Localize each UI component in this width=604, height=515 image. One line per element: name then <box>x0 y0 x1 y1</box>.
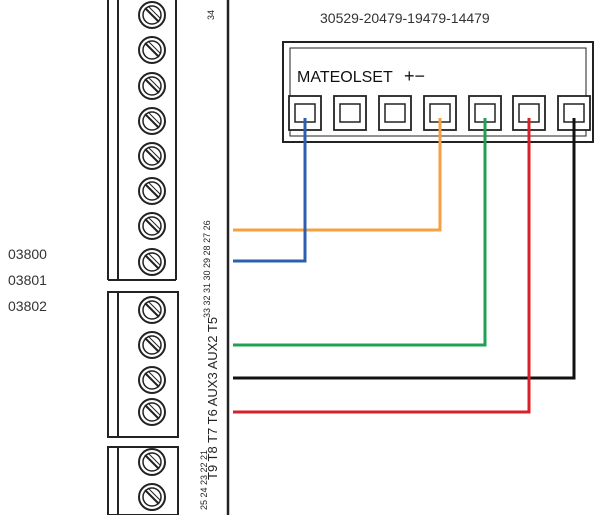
screw-icon <box>138 72 166 100</box>
screw-icon <box>138 142 166 170</box>
screw-icon <box>138 366 166 394</box>
code-03801: 03801 <box>8 272 47 288</box>
wire-orange <box>233 118 442 232</box>
screw-icon <box>138 1 166 29</box>
wire-blue <box>233 118 307 263</box>
strip-label-upper: 33 32 31 30 29 28 27 26 <box>202 220 212 318</box>
screw-icon <box>138 448 166 476</box>
wires <box>233 118 576 414</box>
device-label: MATEOLSET <box>297 69 393 86</box>
part-numbers: 30529-20479-19479-14479 <box>320 10 490 26</box>
terminal-strip <box>107 0 230 515</box>
pin-socket-icon <box>378 95 412 131</box>
screw-icon <box>138 212 166 240</box>
connector-pins <box>288 95 591 131</box>
screw-icon <box>138 483 166 511</box>
wire-red <box>233 118 531 414</box>
pin-socket-icon <box>333 95 367 131</box>
pin-socket-icon <box>468 95 502 131</box>
strip-label-lower: T9 T8 T7 T6 AUX3 AUX2 T5 <box>205 317 220 480</box>
code-03800: 03800 <box>8 246 47 262</box>
strip-label-bottom: 25 24 23 22 21 <box>199 450 209 510</box>
screw-icon <box>138 296 166 324</box>
screw-icon <box>138 398 166 426</box>
strip-label-top: 34 <box>206 10 216 20</box>
terminal-screws <box>138 1 166 511</box>
screw-icon <box>138 107 166 135</box>
screw-icon <box>138 36 166 64</box>
wire-black <box>233 118 576 380</box>
connector-device: MATEOLSET +− <box>282 41 594 143</box>
screw-icon <box>138 331 166 359</box>
code-03802: 03802 <box>8 298 47 314</box>
device-polarity: +− <box>404 66 425 86</box>
screw-icon <box>138 177 166 205</box>
strip-label-group: 34 33 32 31 30 29 28 27 26 T9 T8 T7 T6 A… <box>199 10 220 510</box>
screw-icon <box>138 248 166 276</box>
wire-green <box>233 118 487 347</box>
